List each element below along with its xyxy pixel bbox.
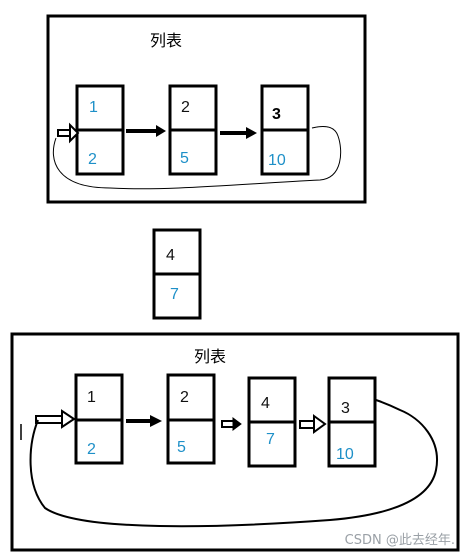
bottom-node-2: 2 5	[166, 373, 216, 465]
bottom-node-3: 4 7	[247, 376, 297, 468]
bottom-arrow-2-3	[221, 417, 242, 431]
top-node-2: 2 5	[168, 84, 218, 176]
bottom-node-4-value: 10	[336, 446, 354, 463]
top-node-3-value: 10	[268, 152, 286, 169]
bottom-node-1: 1 2	[74, 373, 124, 465]
top-node-1-value: 2	[88, 151, 97, 168]
top-panel-title: 列表	[150, 31, 182, 50]
top-loop-curve	[52, 125, 342, 190]
top-node-2-index: 2	[181, 99, 190, 116]
new-node-value: 7	[170, 286, 179, 303]
bottom-list-panel: 列表 1 2 2 5 4 7 3 10	[10, 332, 460, 552]
top-arrow-2-3	[220, 127, 257, 139]
top-arrow-1-2	[126, 125, 166, 137]
top-entry-arrow	[57, 122, 80, 144]
bottom-node-1-value: 2	[87, 441, 96, 458]
top-panel-frame	[46, 14, 367, 204]
bottom-node-4-index: 3	[341, 400, 350, 417]
bottom-node-2-value: 5	[177, 439, 186, 456]
bottom-node-3-value: 7	[266, 431, 275, 448]
bottom-entry-arrow	[35, 409, 76, 429]
top-node-1-index: 1	[89, 99, 98, 116]
top-node-2-value: 5	[180, 150, 189, 167]
bottom-arrow-3-4	[299, 414, 327, 434]
watermark-text: CSDN @此去经年.	[345, 533, 455, 548]
new-node: 4 7	[152, 228, 202, 320]
top-node-1: 1 2	[75, 84, 125, 176]
new-node-index: 4	[166, 247, 175, 264]
bottom-loop-curve	[29, 399, 438, 528]
bottom-arrow-1-2	[126, 415, 162, 427]
bottom-panel-frame	[10, 332, 460, 552]
top-node-3-index: 3	[272, 106, 281, 123]
bottom-panel-title: 列表	[194, 347, 226, 366]
bottom-node-4: 3 10	[327, 376, 377, 468]
top-list-panel: 列表 1 2 2 5 3 10	[46, 14, 367, 204]
bottom-node-3-index: 4	[261, 395, 270, 412]
top-node-3: 3 10	[260, 84, 310, 176]
bottom-node-2-index: 2	[180, 389, 189, 406]
bottom-node-1-index: 1	[87, 389, 96, 406]
